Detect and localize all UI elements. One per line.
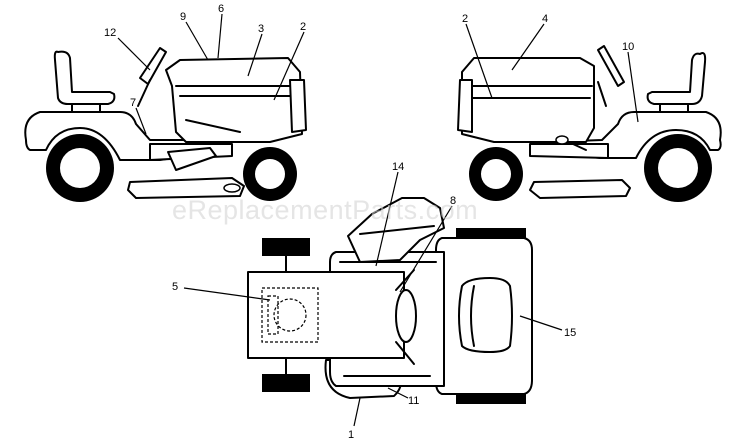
callout-4: 4 bbox=[542, 13, 548, 25]
watermark-text: eReplacementParts.com bbox=[172, 195, 478, 225]
callout-5: 5 bbox=[172, 281, 178, 293]
callout-2-left: 2 bbox=[300, 21, 306, 33]
tractor-right-side-view bbox=[457, 45, 722, 202]
tractor-top-view bbox=[247, 197, 533, 404]
callout-14: 14 bbox=[392, 161, 404, 173]
callout-2-right: 2 bbox=[462, 13, 468, 25]
callout-7: 7 bbox=[130, 97, 136, 109]
callout-10: 10 bbox=[622, 41, 634, 53]
leader-lines bbox=[117, 13, 639, 427]
callout-9: 9 bbox=[180, 11, 186, 23]
callout-3: 3 bbox=[258, 23, 264, 35]
callout-6: 6 bbox=[218, 3, 224, 15]
callout-8: 8 bbox=[450, 195, 456, 207]
callout-11: 11 bbox=[408, 395, 419, 407]
callout-15: 15 bbox=[564, 327, 576, 339]
callout-1: 1 bbox=[348, 429, 354, 441]
callout-labels: 12 9 6 3 2 7 2 4 10 14 8 5 15 11 1 bbox=[104, 3, 634, 441]
callout-12: 12 bbox=[104, 27, 116, 39]
tractor-left-side-view bbox=[24, 47, 307, 202]
